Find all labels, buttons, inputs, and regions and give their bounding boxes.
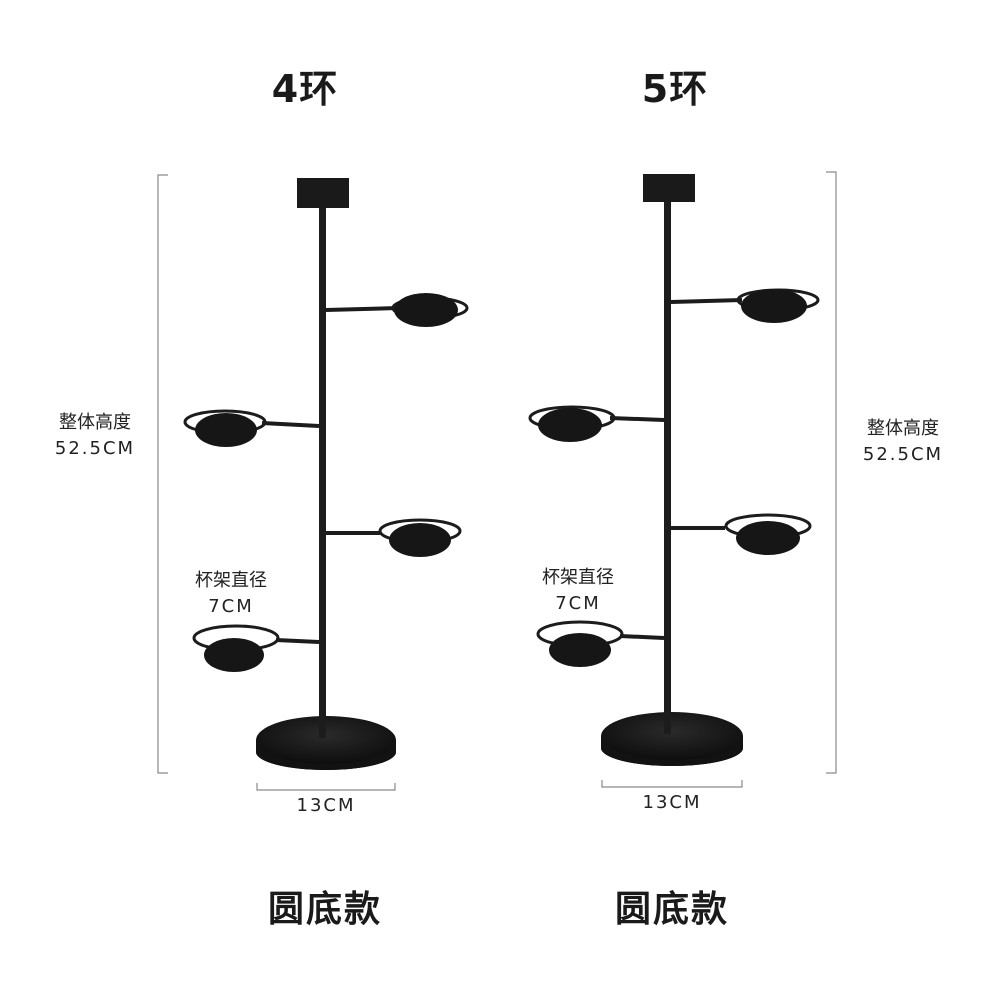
height-dimension-line	[157, 174, 168, 774]
center-pole	[319, 198, 326, 738]
cup-holder-value: 7CM	[208, 596, 254, 617]
cup-holder-caption: 杯架直径	[542, 567, 614, 588]
top-plate	[643, 174, 695, 202]
style-label-round-base: 圆底款	[614, 889, 730, 930]
style-label-round-base: 圆底款	[267, 889, 383, 930]
width-dimension-line	[256, 783, 396, 791]
cup-holder-caption: 杯架直径	[195, 570, 267, 591]
width-dimension-line	[601, 780, 743, 788]
variant-title-5-rings: 5环	[641, 67, 709, 111]
overall-height-value: 52.5CM	[862, 444, 944, 465]
base-width-value: 13CM	[642, 792, 702, 813]
cup-pad	[204, 638, 264, 672]
cup-pad	[195, 413, 257, 447]
cup-holder-diameter-label: 杯架直径 7CM	[176, 568, 286, 620]
overall-height-caption: 整体高度	[59, 412, 131, 433]
round-base-top	[601, 712, 743, 760]
cup-pad	[736, 521, 800, 555]
base-width-value: 13CM	[296, 795, 356, 816]
stand-4-rings	[157, 174, 469, 791]
overall-height-caption: 整体高度	[867, 418, 939, 439]
variant-title-4-rings: 4环	[271, 67, 339, 111]
top-plate	[297, 178, 349, 208]
center-pole	[664, 196, 671, 734]
cup-pad	[394, 293, 458, 327]
cup-pad	[549, 633, 611, 667]
cup-pad	[741, 289, 807, 323]
overall-height-value: 52.5CM	[54, 438, 136, 459]
stand-5-rings	[528, 171, 837, 788]
round-base-top	[256, 716, 396, 764]
height-dimension-line	[826, 171, 837, 774]
cup-pad	[389, 523, 451, 557]
cup-pad	[538, 408, 602, 442]
cup-holder-value: 7CM	[555, 593, 601, 614]
overall-height-label: 整体高度 52.5CM	[30, 410, 160, 462]
overall-height-label: 整体高度 52.5CM	[838, 416, 968, 468]
cup-holder-diameter-label: 杯架直径 7CM	[523, 565, 633, 617]
